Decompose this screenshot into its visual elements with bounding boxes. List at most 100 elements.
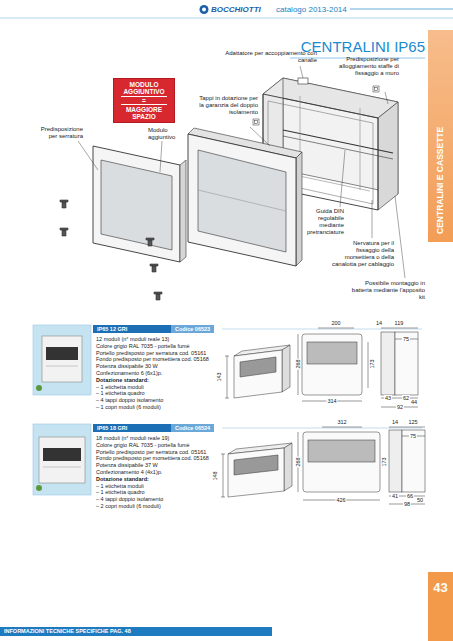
spec-line: – 1 etichetta quadro: [96, 489, 145, 496]
spec-line: – 2 copri moduli (6 moduli): [96, 503, 161, 510]
product-photo-1-part: [42, 336, 82, 382]
technical-drawing-1-part: [234, 350, 282, 398]
product-photo-1-part: [46, 366, 78, 367]
door-part: [198, 150, 286, 252]
header-rule: [0, 5, 453, 18]
node-text: 43: [428, 580, 453, 595]
header-text: catalogo 2013-2014: [276, 5, 347, 14]
technical-drawing-2-part: [221, 497, 225, 498]
footer-band: INFORMAZIONI TECNICHE SPECIFICHE PAG. 48: [0, 627, 272, 636]
screws-part: [146, 238, 154, 246]
technical-drawing-2-part: [389, 430, 402, 492]
dimension: 119: [394, 320, 405, 326]
spec-line: Fondo predisposto per morsettiera cod. 0…: [96, 356, 209, 363]
product-photo-2-part: [36, 485, 42, 491]
technical-drawing-1-part: [240, 357, 276, 377]
callout-text: Tappi in dotazione per la garanzia del d…: [198, 95, 258, 116]
callout-text: Predisposizione per serratura: [33, 126, 83, 140]
header-text: BOCCHIOTTI: [211, 5, 261, 14]
double-insulation-symbol-part: [255, 121, 258, 124]
spec-line: Confezionamento 4 (4x1)p.: [96, 469, 162, 476]
spec-line: 18 moduli (n° moduli reale 19): [96, 435, 169, 442]
callout-text: Possibile montaggio in batteria mediante…: [350, 280, 425, 301]
dimension: 312: [336, 419, 347, 425]
door: [188, 128, 302, 266]
double-insulation-symbol-part: [373, 86, 379, 92]
leader-lines-part: [300, 66, 303, 78]
additional-module: [93, 146, 186, 262]
product-photo-1-part: [33, 325, 91, 395]
highlight-box: MODULO AGGIUNTIVO=MAGGIORE SPAZIO: [113, 78, 175, 123]
spec-line: 12 moduli (n° moduli reale 13): [96, 336, 169, 343]
leader-lines-part: [160, 141, 162, 172]
dimension: 50: [416, 497, 424, 503]
spec-line: Portello predisposto per serratura cod. …: [96, 449, 206, 456]
dimension: 75: [402, 336, 410, 342]
enclosure-body-part: [378, 102, 398, 210]
dimension: 75: [409, 433, 417, 439]
spec-line: Potenza dissipabile 30 W: [96, 363, 158, 370]
dimension: 43: [384, 395, 392, 401]
product-photo-1: [33, 325, 91, 395]
node-text: MODULO AGGIUNTIVO: [117, 81, 171, 95]
technical-drawing-2-part: [322, 427, 362, 428]
callout-text: Guida DIN regolabile mediante pretrancia…: [296, 208, 344, 236]
product-photo-2-part: [43, 448, 81, 461]
technical-drawing-2: [221, 427, 425, 504]
dimension: 148: [212, 470, 218, 481]
leader-lines-part: [250, 127, 270, 146]
dimension: 62: [402, 395, 410, 401]
spec-line: Colore grigio RAL 7035 - portella fumè: [96, 442, 190, 449]
node-text: =: [121, 96, 167, 105]
callout-text: Nervatura per il fissaggio della morsett…: [330, 240, 394, 268]
technical-drawing-1-part: [225, 398, 229, 399]
door-part: [198, 190, 286, 211]
product-rules-part: [222, 329, 422, 330]
dimension: 200: [330, 320, 341, 326]
screws-part: [60, 200, 68, 208]
technical-drawing-2-part: [402, 430, 425, 492]
enclosure-body-part: [298, 78, 308, 84]
technical-drawing-1-part: [381, 328, 418, 329]
node-text: IP65 18 GRI: [93, 424, 171, 432]
leader-lines-part: [385, 92, 388, 104]
technical-drawing-1-part: [227, 356, 228, 398]
dimension: 14: [391, 419, 399, 425]
product-photo-1-part: [46, 347, 78, 360]
technical-drawing-1-part: [395, 332, 418, 395]
leader-lines: [78, 66, 405, 278]
technical-drawing-2-part: [221, 454, 225, 455]
spec-line: Dotazione standard:: [96, 377, 149, 384]
spec-line: – 4 tappi doppio isolamento: [96, 496, 163, 503]
technical-drawing-1-part: [381, 332, 395, 395]
leader-lines-part: [395, 196, 405, 278]
product-band: IP65 12 GRICodice 06523: [93, 325, 214, 333]
technical-drawing-1-part: [225, 356, 229, 357]
additional-module-part: [180, 160, 186, 262]
technical-drawing-1-part: [307, 342, 357, 364]
header-rule-part: [350, 8, 453, 10]
dimension: 426: [335, 497, 346, 503]
technical-drawing-1-part: [302, 334, 362, 395]
leader-lines-part: [78, 141, 98, 170]
product-band: IP65 18 GRICodice 06524: [93, 424, 214, 432]
dimension: 268: [295, 456, 301, 467]
screws-part: [154, 292, 162, 300]
node-text: Codice 06524: [171, 424, 214, 432]
dimension: 314: [326, 398, 337, 404]
enclosure-body-part: [283, 130, 393, 153]
product-rules-part: [222, 428, 422, 429]
spec-line: – 1 copri moduli (6 moduli): [96, 404, 161, 411]
screws-part: [150, 264, 158, 272]
dimension: 14: [375, 320, 383, 326]
screws: [60, 200, 162, 300]
double-insulation-symbol-part: [253, 119, 259, 125]
page-title: CENTRALINI IP65: [301, 38, 425, 55]
product-photo-2-part: [39, 437, 85, 483]
node-text: IP65 12 GRI: [93, 325, 171, 333]
product-photo-1-part: [36, 385, 42, 391]
dimension: 143: [216, 371, 222, 382]
spec-line: Portello predisposto per serratura cod. …: [96, 350, 206, 357]
technical-drawing-1-part: [282, 345, 290, 392]
technical-drawing-1-part: [318, 328, 354, 329]
